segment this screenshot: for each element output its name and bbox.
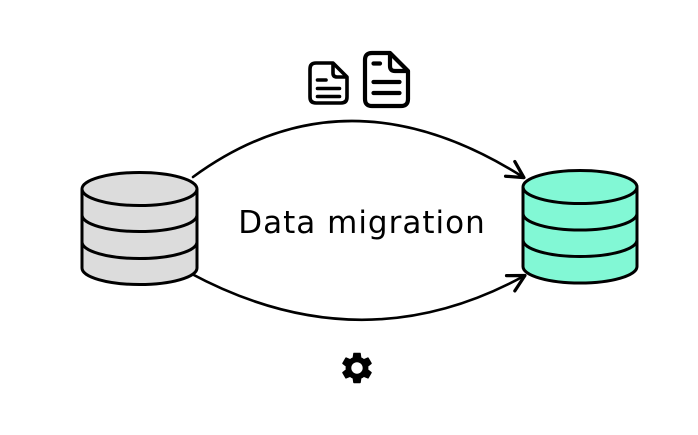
gear-icon xyxy=(342,352,372,384)
source-database-top xyxy=(80,171,199,207)
document-outline xyxy=(362,50,411,109)
migration-arrow-top xyxy=(191,119,526,180)
diagram-root: Data migration xyxy=(80,50,639,384)
target-database-top xyxy=(521,169,639,205)
source-database-band-line xyxy=(80,214,199,233)
source-database-band-line xyxy=(80,241,199,260)
document-fold-corner xyxy=(387,51,410,74)
target-database-band-line xyxy=(521,239,639,258)
document-outline xyxy=(308,61,349,105)
source-database xyxy=(80,171,199,286)
migration-arrow-bottom xyxy=(188,271,527,322)
target-database xyxy=(521,169,639,285)
file-document-icon xyxy=(362,50,411,109)
diagram-label: Data migration xyxy=(238,205,485,241)
file-document-icon xyxy=(308,61,349,105)
source-database-body xyxy=(80,189,199,286)
target-database-band-line xyxy=(521,213,639,232)
document-fold-corner xyxy=(331,62,348,79)
target-database-body xyxy=(521,187,639,285)
